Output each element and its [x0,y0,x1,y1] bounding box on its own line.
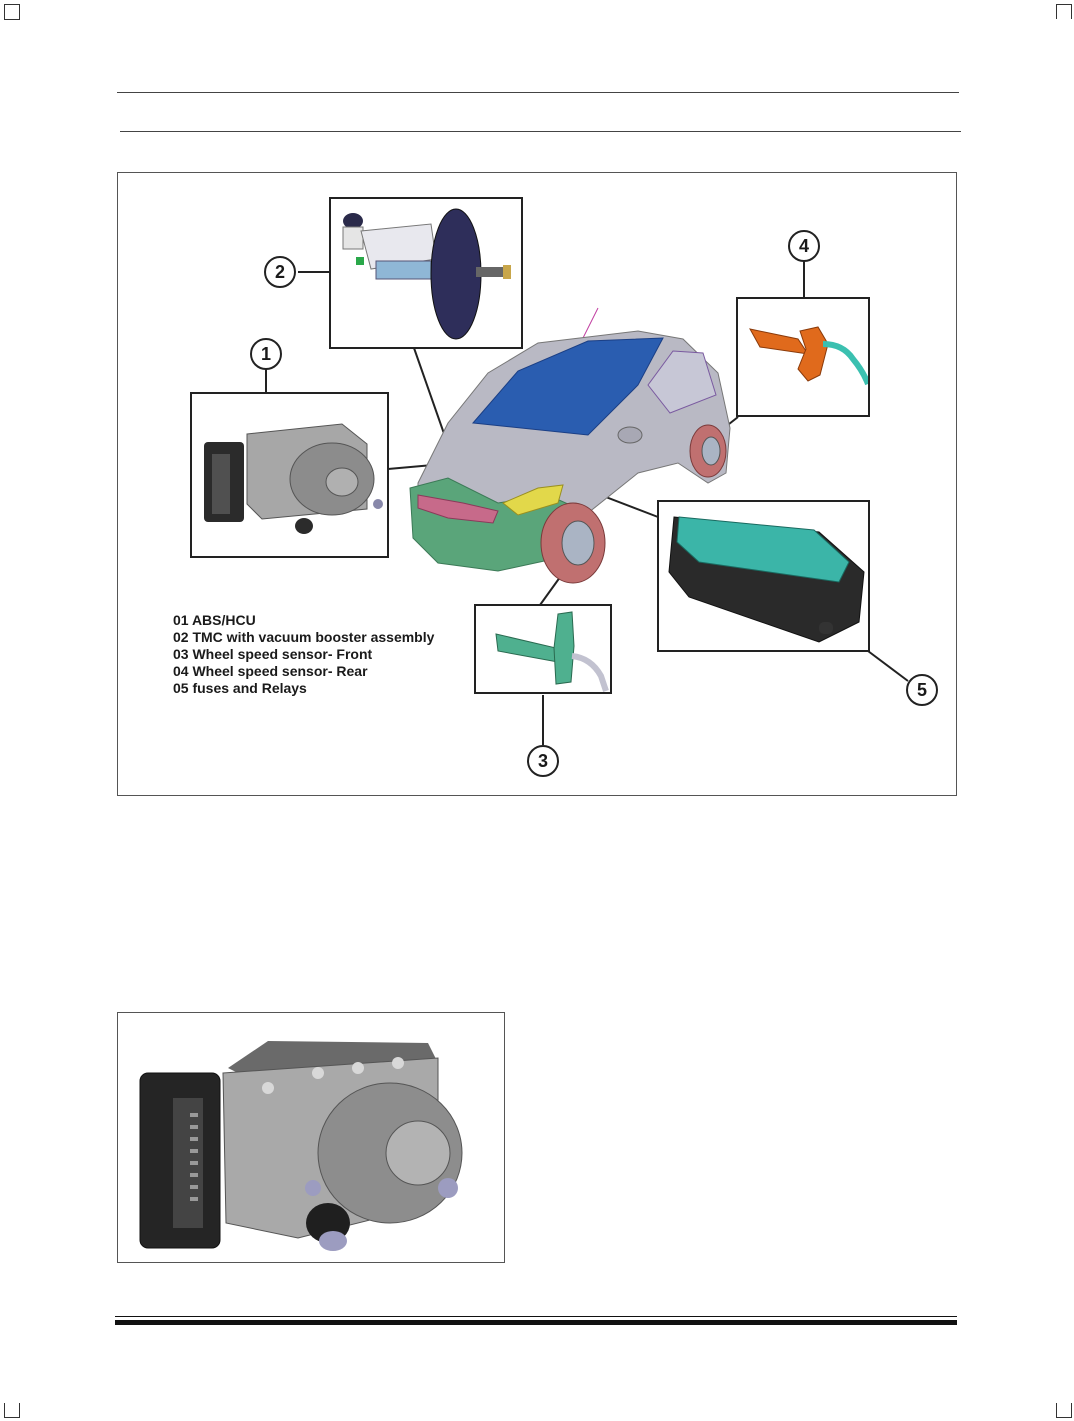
callout-box-rear-sensor [736,297,870,417]
crop-mark-top-left [4,4,20,20]
header-rule-bottom [120,131,961,132]
fuse-box-image [668,516,865,643]
callout-number-4: 4 [788,230,820,262]
callout-box-abs-hcu [190,392,389,558]
legend-item-5: 05 fuses and Relays [173,680,307,696]
callout-number-2: 2 [264,256,296,288]
legend-item-3: 03 Wheel speed sensor- Front [173,646,373,662]
callout-box-fuse-box [657,500,870,652]
main-figure: 1 2 4 5 3 01 ABS/HCU 02 TMC with vacuum … [117,172,957,796]
crop-mark-top-right [1056,4,1072,19]
front-sensor-image [495,611,609,692]
car-illustration [265,261,909,745]
callout-number-5: 5 [906,674,938,706]
callout-box-tmc-booster [329,197,523,349]
legend-item-2: 02 TMC with vacuum booster assembly [173,629,435,645]
legend-item-4: 04 Wheel speed sensor- Rear [173,663,368,679]
abs-hcu-detail-image [139,1041,463,1251]
callout-box-front-sensor [474,604,612,694]
rear-sensor-image [749,326,868,386]
tmc-booster-image [342,208,511,340]
callout-number-1: 1 [250,338,282,370]
footer-rule-thick [115,1320,957,1325]
callout-number-3: 3 [527,745,559,777]
figure-legend: 01 ABS/HCU 02 TMC with vacuum booster as… [173,612,434,697]
legend-item-1: 01 ABS/HCU [173,612,256,628]
abs-hcu-image [204,423,383,534]
footer-rule-thin [115,1316,957,1317]
crop-mark-bottom-left [4,1403,20,1418]
crop-mark-bottom-right [1056,1403,1072,1418]
header-rule-top [117,92,959,93]
detail-figure-abs-hcu [117,1012,505,1263]
